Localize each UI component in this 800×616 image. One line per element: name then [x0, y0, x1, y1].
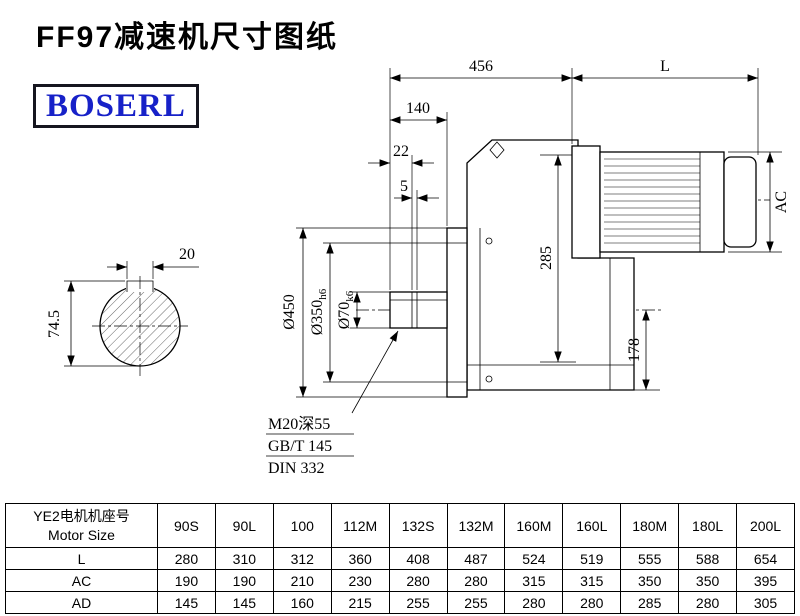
cell: 280	[388, 569, 448, 592]
col-header: 90L	[214, 503, 274, 548]
fan-cover	[723, 156, 757, 248]
svg-text:Ø350h6: Ø350h6	[309, 288, 329, 335]
svg-text:285: 285	[538, 246, 555, 270]
row-label: L	[5, 547, 158, 570]
svg-text:140: 140	[406, 100, 430, 117]
table-row-AC: AC 190 190 210 230 280 280 315 315 350 3…	[5, 569, 795, 592]
svg-text:456: 456	[469, 58, 493, 75]
cell: 312	[272, 547, 332, 570]
cell: 519	[562, 547, 622, 570]
cell: 145	[157, 591, 216, 614]
dim-keyway-depth: 74.5	[46, 280, 138, 367]
cell: 280	[678, 591, 738, 614]
dim-456: 456	[390, 58, 572, 82]
svg-text:AC: AC	[773, 191, 790, 213]
output-shaft	[389, 291, 448, 329]
cell: 408	[388, 547, 448, 570]
cell: 280	[504, 591, 564, 614]
shaft-end-view: 20 74.5	[46, 246, 199, 376]
mounting-flange	[446, 227, 468, 398]
svg-text:DIN 332: DIN 332	[268, 460, 324, 477]
bolt-hole-bottom	[485, 375, 493, 383]
svg-text:GB/T 145: GB/T 145	[268, 438, 332, 455]
cell: 210	[272, 569, 332, 592]
svg-text:L: L	[660, 58, 670, 75]
svg-text:Ø70k6: Ø70k6	[336, 290, 356, 329]
eyebolt-hole	[489, 141, 505, 159]
cell: 555	[620, 547, 680, 570]
col-header: 112M	[330, 503, 390, 548]
dim-140: 140	[390, 100, 447, 124]
svg-text:20: 20	[179, 246, 195, 263]
cell: 350	[620, 569, 680, 592]
cell: 190	[157, 569, 216, 592]
dim-L: L	[572, 58, 758, 82]
motor-body	[599, 151, 725, 253]
cell: 350	[678, 569, 738, 592]
col-header: 160M	[504, 503, 564, 548]
col-header: 160L	[562, 503, 622, 548]
cell: 360	[330, 547, 390, 570]
bolt-hole-top	[485, 237, 493, 245]
tap-hole-note: M20深55 GB/T 145 DIN 332	[266, 330, 399, 477]
cell: 160	[272, 591, 332, 614]
boserl-logo: BOSERL	[33, 84, 199, 129]
cell: 280	[157, 547, 216, 570]
dim-285: 285	[538, 154, 576, 363]
table-row-AD: AD 145 145 160 215 255 255 280 280 285 2…	[5, 591, 795, 614]
dim-flange-diameter: Ø450	[281, 227, 447, 398]
cell: 305	[736, 591, 795, 614]
svg-text:178: 178	[626, 338, 643, 362]
dim-5: 5	[394, 178, 439, 202]
cell: 145	[214, 591, 274, 614]
cell: 315	[504, 569, 564, 592]
cell: 487	[446, 547, 506, 570]
col-header: 90S	[157, 503, 216, 548]
cell: 395	[736, 569, 795, 592]
cell: 588	[678, 547, 738, 570]
svg-text:5: 5	[400, 178, 408, 195]
col-header: 100	[272, 503, 332, 548]
motor-size-header: YE2电机机座号 Motor Size	[5, 503, 158, 548]
cell: 255	[388, 591, 448, 614]
table-header-row: YE2电机机座号 Motor Size 90S 90L 100 112M 132…	[5, 503, 795, 548]
dim-AC: AC	[728, 151, 790, 253]
row-label: AD	[5, 591, 158, 614]
cell: 524	[504, 547, 564, 570]
page-title: FF97减速机尺寸图纸	[36, 21, 339, 54]
svg-text:74.5: 74.5	[46, 310, 63, 338]
col-header: 180L	[678, 503, 738, 548]
cell: 230	[330, 569, 390, 592]
cell: 285	[620, 591, 680, 614]
dim-shaft-diameter: Ø70k6	[336, 290, 390, 329]
svg-text:Ø450: Ø450	[281, 294, 298, 330]
reducer-dimension-drawing: 20 74.5	[46, 58, 790, 477]
svg-text:M20深55: M20深55	[268, 415, 330, 433]
motor-size-table: YE2电机机座号 Motor Size 90S 90L 100 112M 132…	[5, 503, 795, 614]
row-label: AC	[5, 569, 158, 592]
cell: 280	[562, 591, 622, 614]
reducer-side-view	[356, 139, 770, 398]
motor-flange	[571, 145, 601, 259]
dim-spigot-diameter: Ø350h6	[309, 242, 447, 383]
cell: 215	[330, 591, 390, 614]
col-header: 132S	[388, 503, 448, 548]
col-header: 132M	[446, 503, 506, 548]
cell: 315	[562, 569, 622, 592]
cell: 280	[446, 569, 506, 592]
col-header: 180M	[620, 503, 680, 548]
motor-cooling-fins	[604, 158, 700, 244]
table-row-L: L 280 310 312 360 408 487 524 519 555 58…	[5, 547, 795, 570]
cell: 190	[214, 569, 274, 592]
cell: 654	[736, 547, 795, 570]
dimensions: 456 L 140 22 5	[266, 58, 790, 477]
dim-keyway-width: 20	[107, 246, 199, 279]
dim-178: 178	[626, 310, 660, 391]
svg-text:22: 22	[393, 143, 409, 160]
dim-22: 22	[368, 143, 434, 167]
col-header: 200L	[736, 503, 795, 548]
cell: 255	[446, 591, 506, 614]
cell: 310	[214, 547, 274, 570]
